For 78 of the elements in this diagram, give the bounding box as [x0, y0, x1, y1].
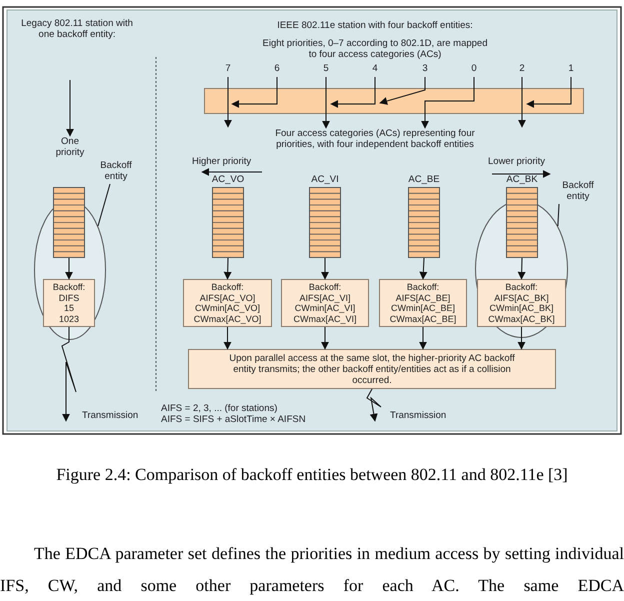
mapping-bar: [204, 88, 584, 114]
priority-number: 5: [319, 63, 333, 77]
arrow: [65, 258, 73, 280]
callout-label: Backoff entity: [92, 160, 140, 184]
priority-number: 3: [418, 63, 432, 77]
description-text: Eight priorities, 0–7 according to 802.1D, are mapped to four access categories (ACs): [262, 38, 488, 60]
backoff-parameter: CWmax[AC_VI]: [293, 314, 356, 324]
formula-text: AIFS = 2, 3, ... (for stations): [161, 403, 278, 414]
arrow: [366, 388, 382, 422]
leader-line: [98, 184, 110, 226]
queue-label: AC_VI: [310, 174, 340, 185]
arrow: [321, 258, 329, 280]
arrow: [321, 326, 329, 350]
backoff-parameter: 1023: [58, 314, 80, 324]
priority-number: 1: [564, 63, 578, 77]
direction-label: Higher priority: [192, 156, 252, 167]
priority-number: 7: [221, 63, 235, 77]
backoff-parameter: Backoff:: [505, 282, 538, 292]
arrow: [419, 326, 427, 350]
edge-label: Transmission: [388, 410, 448, 421]
section-heading: IEEE 802.11e station with four backoff entities:: [276, 20, 474, 31]
arrow: [421, 114, 429, 129]
arrow: [224, 114, 232, 128]
backoff-parameter: AIFS[AC_BK]: [494, 292, 549, 303]
backoff-parameter: AIFS[AC_BE]: [396, 292, 450, 303]
backoff-box: [183, 279, 272, 327]
callout-label: Backoff entity: [553, 180, 603, 204]
arrow: [224, 326, 232, 350]
priority-number: 2: [515, 63, 529, 77]
arrow: [419, 258, 428, 280]
queue-label: AC_BK: [505, 174, 539, 185]
backoff-parameter: CWmin[AC_VO]: [194, 303, 260, 314]
body-paragraph: The EDCA parameter set defines the priorities in medium access by setting individual IFS, CW, and some other parameters for each AC. The same EDCA: [0, 543, 624, 597]
backoff-parameter: Backoff:: [406, 282, 440, 292]
queue-label: AC_VO: [210, 174, 246, 185]
priority-number: 4: [368, 63, 382, 77]
priority-number: 6: [270, 63, 284, 77]
backoff-parameter: AIFS[AC_VI]: [299, 292, 351, 303]
arrow: [322, 114, 330, 129]
direction-label: Lower priority: [488, 156, 546, 167]
description-text: Four access categories (ACs) representing four priorities, with four independent backoff entities: [262, 128, 488, 154]
queue-label: AC_BE: [407, 174, 441, 185]
section-heading: Legacy 802.11 station with one backoff entity:: [20, 18, 134, 40]
arrow: [518, 258, 526, 280]
leader-line: [557, 204, 560, 226]
arrow: [330, 76, 376, 108]
backoff-box: [379, 279, 467, 327]
backoff-parameter: DIFS: [58, 292, 80, 303]
priority-label: One priority: [46, 136, 94, 160]
backoff-parameter: Backoff:: [211, 282, 244, 292]
backoff-parameter: CWmin[AC_BE]: [390, 303, 455, 314]
arrow: [518, 114, 526, 128]
backoff-parameter: CWmax[AC_VO]: [194, 314, 262, 324]
arrow: [61, 326, 76, 422]
backoff-parameter: Backoff:: [52, 282, 86, 292]
arrow: [379, 76, 426, 105]
priority-number: 0: [467, 63, 481, 77]
note-box: [188, 349, 556, 389]
backoff-box: [281, 279, 369, 327]
arrow: [224, 258, 232, 280]
connector-line: [424, 76, 474, 114]
backoff-parameter: CWmin[AC_VI]: [294, 303, 356, 314]
backoff-parameter: 15: [64, 303, 74, 314]
backoff-box: [477, 279, 566, 327]
backoff-box: [43, 279, 95, 327]
backoff-parameter: AIFS[AC_VO]: [200, 292, 256, 303]
backoff-parameter: CWmax[AC_BK]: [488, 314, 555, 324]
arrow: [231, 76, 278, 108]
backoff-parameter: CWmax[AC_BE]: [390, 314, 456, 324]
figure-caption: Figure 2.4: Comparison of backoff entities between 802.11 and 802.11e [3]: [55, 464, 569, 486]
arrow: [526, 76, 572, 108]
arrow: [66, 80, 74, 137]
edge-label: Transmission: [80, 410, 140, 421]
backoff-parameter: CWmin[AC_BK]: [489, 303, 554, 314]
arrow: [518, 326, 526, 350]
formula-text: AIFS = SIFS + aSlotTime × AIFSN: [161, 414, 307, 425]
note-text: Upon parallel access at the same slot, the higher-priority AC backoff entity transmits; the other backoff entity/entities act as if a collision occurred.: [229, 352, 515, 386]
backoff-parameter: Backoff:: [308, 282, 342, 292]
